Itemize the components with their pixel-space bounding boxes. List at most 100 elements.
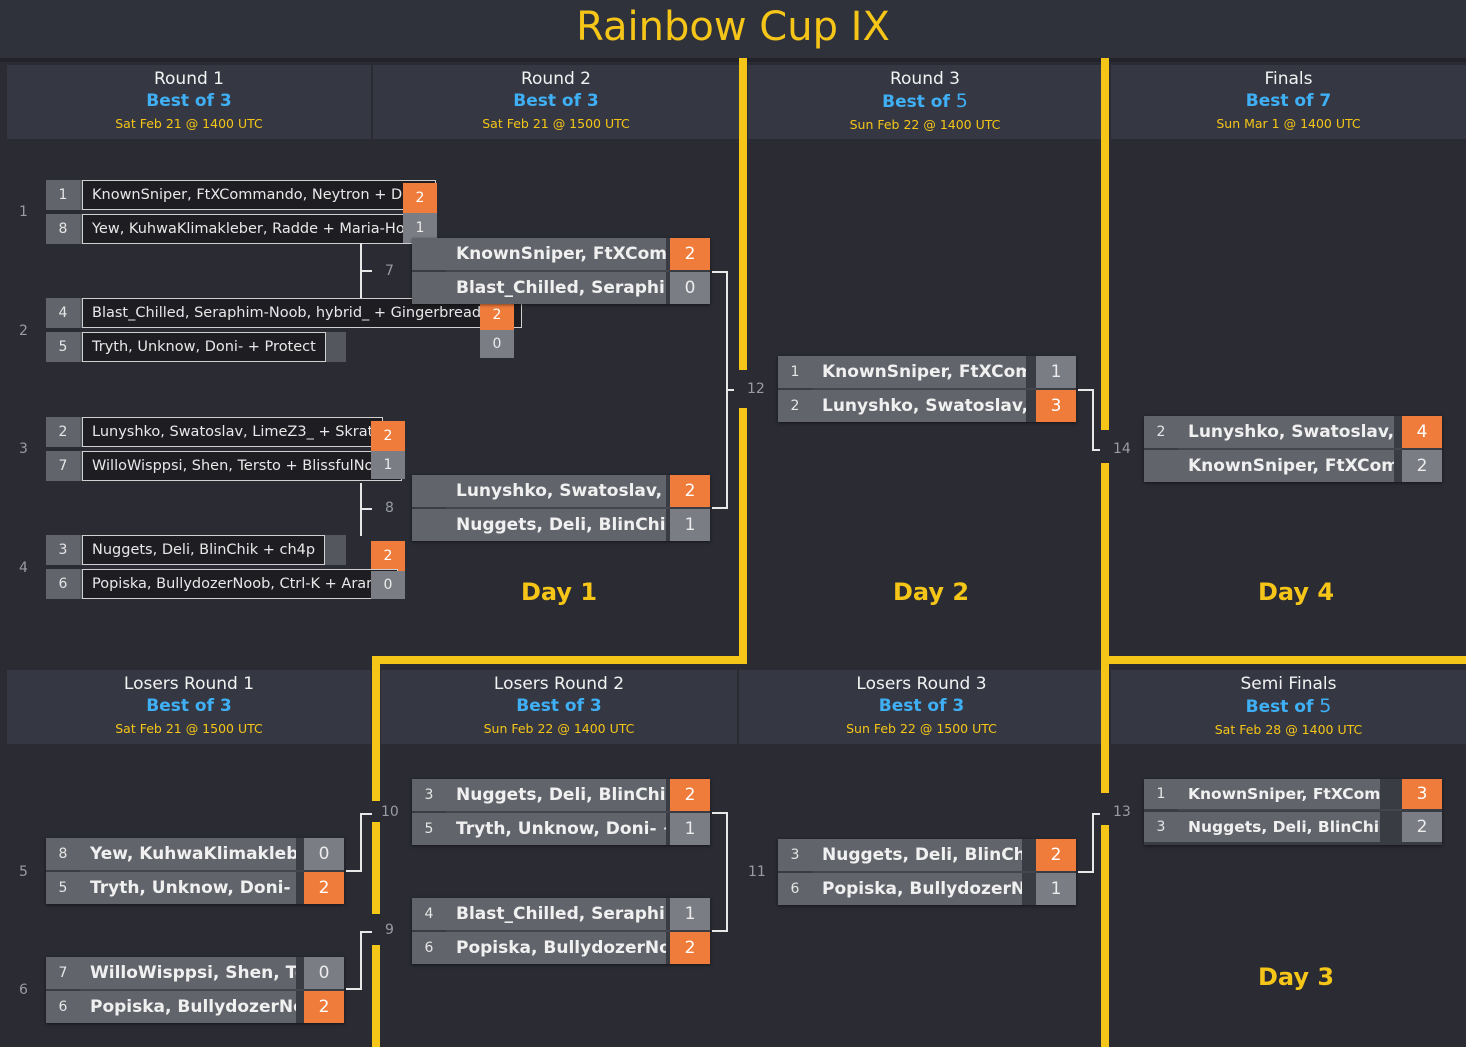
connector (712, 507, 726, 509)
score: 4 (1402, 416, 1442, 448)
score: 2 (670, 932, 710, 964)
team-row[interactable]: Blast_Chilled, Seraphim-Noob0 (412, 272, 710, 304)
match-label: 11 (748, 864, 766, 880)
seed: 6 (46, 991, 80, 1023)
day-label: Day 2 (893, 578, 970, 606)
team-name: Blast_Chilled, Seraphim-Noob (446, 898, 666, 930)
team-name: Nuggets, Deli, BlinChik + ch4p (446, 779, 666, 811)
header-round-2: Round 2 Best of 3 Sat Feb 21 @ 1500 UTC (373, 65, 739, 139)
team-row[interactable]: 6 Popiska, BullydozerNoob, Ctrl-K + Aran… (46, 569, 399, 599)
day-label: Day 3 (1258, 963, 1335, 991)
best-of: Best of 3 (516, 696, 602, 716)
connector (726, 812, 728, 932)
divider (812, 388, 1036, 390)
seed: 5 (46, 332, 80, 362)
score: 0 (670, 272, 710, 304)
seed: 4 (46, 298, 80, 328)
match-7[interactable]: KnownSniper, FtXCommando2 Blast_Chilled,… (412, 238, 710, 304)
team-row[interactable]: KnownSniper, FtXCommando2 (1144, 450, 1442, 482)
seed: 5 (412, 813, 446, 845)
team-name: Nuggets, Deli, BlinChik + ch4p (812, 839, 1022, 871)
team-name: Blast_Chilled, Seraphim-Noob, hybrid_ + … (82, 298, 522, 328)
team-row[interactable]: 7 WilloWisppsi, Shen, Tersto + BlissfulN… (46, 451, 402, 481)
team-row[interactable]: 1 KnownSniper, FtXCommando, Neytron + De… (46, 180, 437, 210)
team-row[interactable]: Nuggets, Deli, BlinChik + ch4p1 (412, 509, 710, 541)
team-name: Nuggets, Deli, BlinChik + ch4p (82, 535, 326, 565)
day-label: Day 1 (521, 578, 598, 606)
team-row[interactable]: KnownSniper, FtXCommando2 (412, 238, 710, 270)
team-name: Popiska, BullydozerNoob, Ctrl-K (812, 873, 1022, 905)
divider (446, 270, 670, 272)
seed: 7 (46, 957, 80, 989)
match-8[interactable]: Lunyshko, Swatoslav, LimeZ3_2 Nuggets, D… (412, 475, 710, 541)
score: 1 (371, 451, 405, 479)
seed: 5 (46, 872, 80, 904)
match-label: 10 (381, 804, 399, 820)
score: 2 (480, 300, 514, 330)
seed: 3 (412, 779, 446, 811)
score: 1 (670, 898, 710, 930)
day-separator (372, 656, 380, 801)
team-name: KnownSniper, FtXCommando, Neytron + Derp (82, 180, 437, 210)
score: 0 (304, 838, 344, 870)
team-name: KnownSniper, FtXCommando (812, 356, 1026, 388)
match-label: 7 (385, 263, 394, 279)
connector (346, 870, 360, 872)
best-of: Best of 3 (146, 91, 232, 111)
seed (412, 509, 446, 541)
team-name: KnownSniper, FtXCommando (1178, 450, 1394, 482)
day-separator (739, 58, 747, 370)
score: 1 (670, 813, 710, 845)
best-of: Best of 5 (882, 90, 968, 112)
round-name: Round 1 (153, 69, 224, 89)
best-of: Best of 5 (1245, 695, 1332, 717)
team-row[interactable]: 4 Blast_Chilled, Seraphim-Noob, hybrid_ … (46, 298, 522, 328)
round-date: Sat Feb 21 @ 1400 UTC (115, 116, 263, 131)
score: 2 (670, 238, 710, 270)
score: 0 (371, 571, 405, 599)
team-row[interactable]: Lunyshko, Swatoslav, LimeZ3_2 (412, 475, 710, 507)
team-name: Lunyshko, Swatoslav, LimeZ3_ + Skrat (82, 417, 384, 447)
team-row[interactable]: 8 Yew, KuhwaKlimakleber, Radde + Maria-H… (46, 214, 431, 244)
score: 2 (371, 541, 405, 571)
seed: 3 (778, 839, 812, 871)
team-row[interactable]: 5 Tryth, Unknow, Doni- + Protect (46, 332, 346, 362)
best-of: Best of 3 (878, 696, 965, 716)
seed: 7 (46, 451, 80, 481)
seed: 2 (778, 390, 812, 422)
team-name: Popiska, BullydozerNoob, Ctrl-K (80, 991, 296, 1023)
team-row[interactable]: 3 Nuggets, Deli, BlinChik + ch4p (46, 535, 346, 565)
team-name: Tryth, Unknow, Doni- + Protect (82, 332, 326, 362)
seed: 6 (778, 873, 812, 905)
score: 3 (1036, 390, 1076, 422)
score: 1 (1036, 873, 1076, 905)
divider (80, 989, 304, 991)
score: 1 (1036, 356, 1076, 388)
header-finals: Finals Best of 7 Sun Mar 1 @ 1400 UTC (1111, 65, 1466, 139)
day-separator (372, 822, 380, 914)
team-row[interactable]: 2 Lunyshko, Swatoslav, LimeZ3_ + Skrat (46, 417, 384, 447)
